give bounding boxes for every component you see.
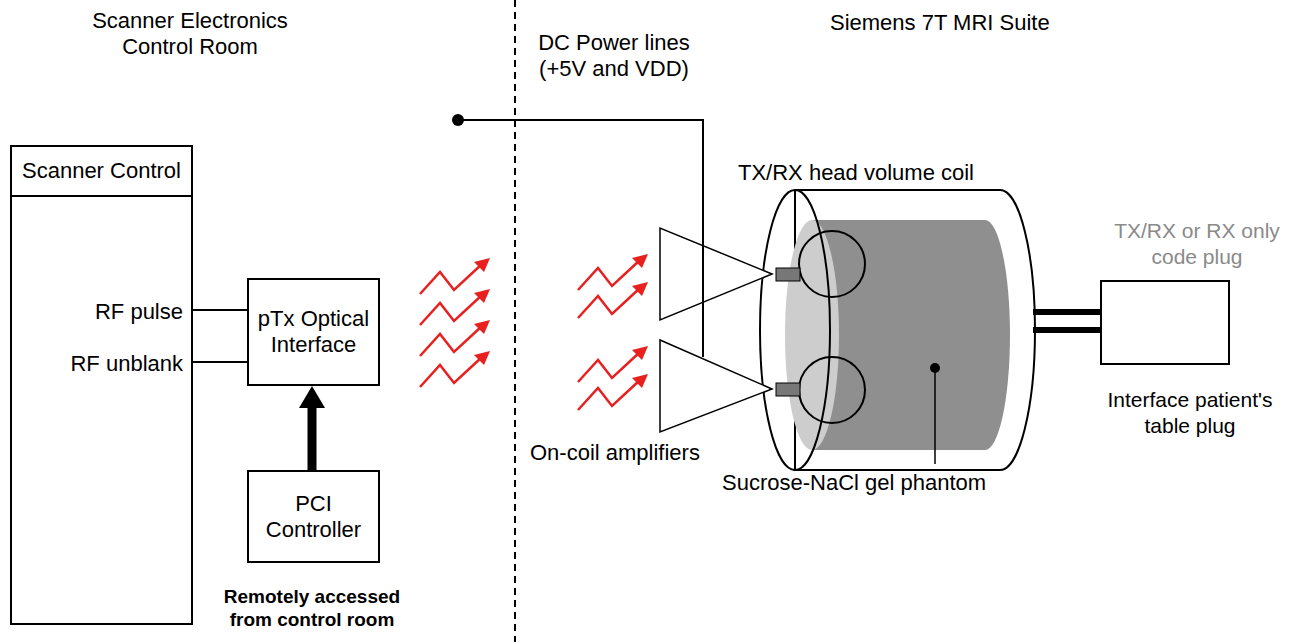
text-label: DC Power lines (+5V and VDD) [520,30,708,82]
plug-label: Interface patient's table plug [1096,387,1284,439]
interface-box: pTx Optical Interface [247,278,380,386]
room-boundary [514,0,516,642]
connector [308,407,317,470]
text-label: Sucrose-NaCl gel phantom [722,470,986,496]
plug-box: TX/RX or RX only code plugInterface pati… [1100,280,1230,365]
power-line [452,114,703,357]
optical-signal [420,258,490,387]
box-text: pTx Optical Interface [255,306,372,358]
connector [193,309,247,311]
connector [193,361,247,363]
plug-label: TX/RX or RX only code plug [1108,218,1286,270]
arrowhead [299,386,325,408]
coil-cable [1033,312,1100,330]
text-label: Siemens 7T MRI Suite [830,10,1050,36]
leader-line [934,368,936,464]
box-heading: Scanner Control [12,147,191,197]
text-label: On-coil amplifiers [530,440,700,466]
signal-name: RF pulse [95,299,183,325]
text-label: Scanner Electronics Control Room [75,8,305,60]
box-text: PCI Controller [255,491,372,543]
text-label: TX/RX head volume coil [738,160,974,186]
head-coil [760,190,1035,470]
controller-box: PCI Controller [247,470,380,563]
control-box: Scanner Control RF pulse RF unblank [10,145,193,625]
optical-signal [578,254,648,410]
signal-name: RF unblank [70,351,183,377]
text-label: Remotely accessed from control room [210,585,414,631]
amplifier-symbol [660,228,772,432]
